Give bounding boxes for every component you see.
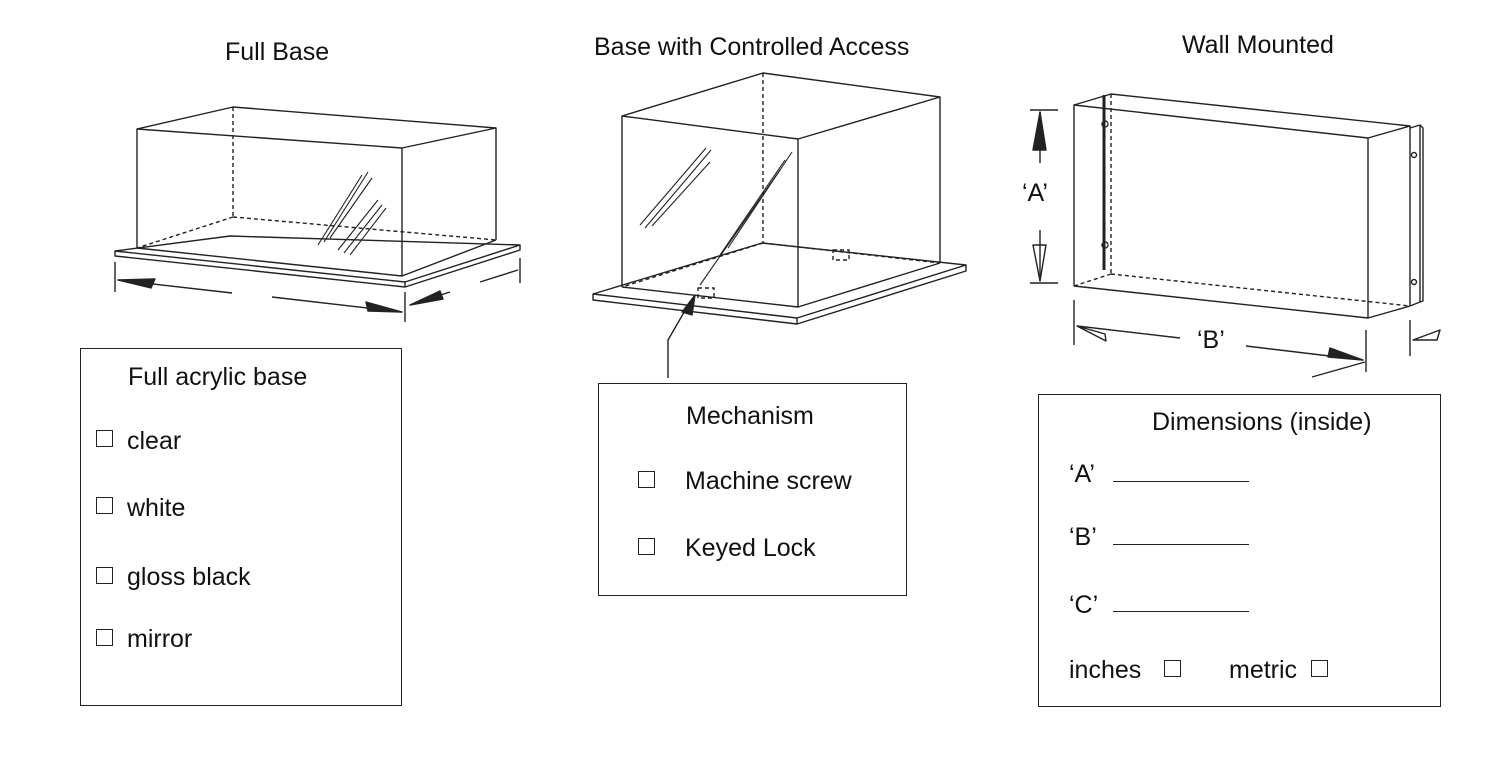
mechanism-panel: Mechanism Machine screw Keyed Lock: [598, 383, 907, 596]
keyed-lock-label: Keyed Lock: [685, 534, 816, 562]
full-base-title: Full Base: [225, 38, 330, 66]
wall-mounted-title: Wall Mounted: [1182, 31, 1334, 59]
metric-label: metric: [1229, 656, 1298, 684]
dimension-c-input[interactable]: [1113, 611, 1249, 612]
mirror-checkbox[interactable]: [96, 629, 113, 646]
mirror-label: mirror: [127, 625, 193, 653]
controlled-access-title: Base with Controlled Access: [594, 33, 910, 61]
dimension-a-field-label: ‘A’: [1069, 460, 1095, 488]
clear-checkbox[interactable]: [96, 430, 113, 447]
base-options-panel: Full acrylic base clear white gloss blac…: [80, 348, 402, 706]
mechanism-panel-heading: Mechanism: [686, 402, 814, 430]
dimensions-panel: Dimensions (inside) ‘A’ ‘B’ ‘C’ inches m…: [1038, 394, 1441, 707]
dimension-b-field-label: ‘B’: [1069, 523, 1097, 551]
dimension-a-label: ‘A’: [1022, 179, 1048, 207]
machine-screw-label: Machine screw: [685, 467, 852, 495]
inches-checkbox[interactable]: [1164, 660, 1181, 677]
base-panel-heading: Full acrylic base: [128, 363, 308, 391]
full-base-drawing: [114, 106, 521, 322]
controlled-access-drawing: [592, 72, 967, 378]
dimension-a-input[interactable]: [1113, 481, 1249, 482]
inches-label: inches: [1069, 656, 1142, 684]
gloss-black-checkbox[interactable]: [96, 567, 113, 584]
keyed-lock-checkbox[interactable]: [638, 538, 655, 555]
dimension-b-input[interactable]: [1113, 544, 1249, 545]
dimensions-panel-heading: Dimensions (inside): [1152, 408, 1372, 436]
dimension-c-field-label: ‘C’: [1069, 591, 1099, 619]
white-label: white: [127, 494, 186, 522]
gloss-black-label: gloss black: [127, 563, 251, 591]
dimension-b-label: ‘B’: [1197, 326, 1225, 354]
white-checkbox[interactable]: [96, 497, 113, 514]
machine-screw-checkbox[interactable]: [638, 471, 655, 488]
metric-checkbox[interactable]: [1311, 660, 1328, 677]
wall-mounted-drawing: [1030, 93, 1441, 378]
clear-label: clear: [127, 427, 182, 455]
